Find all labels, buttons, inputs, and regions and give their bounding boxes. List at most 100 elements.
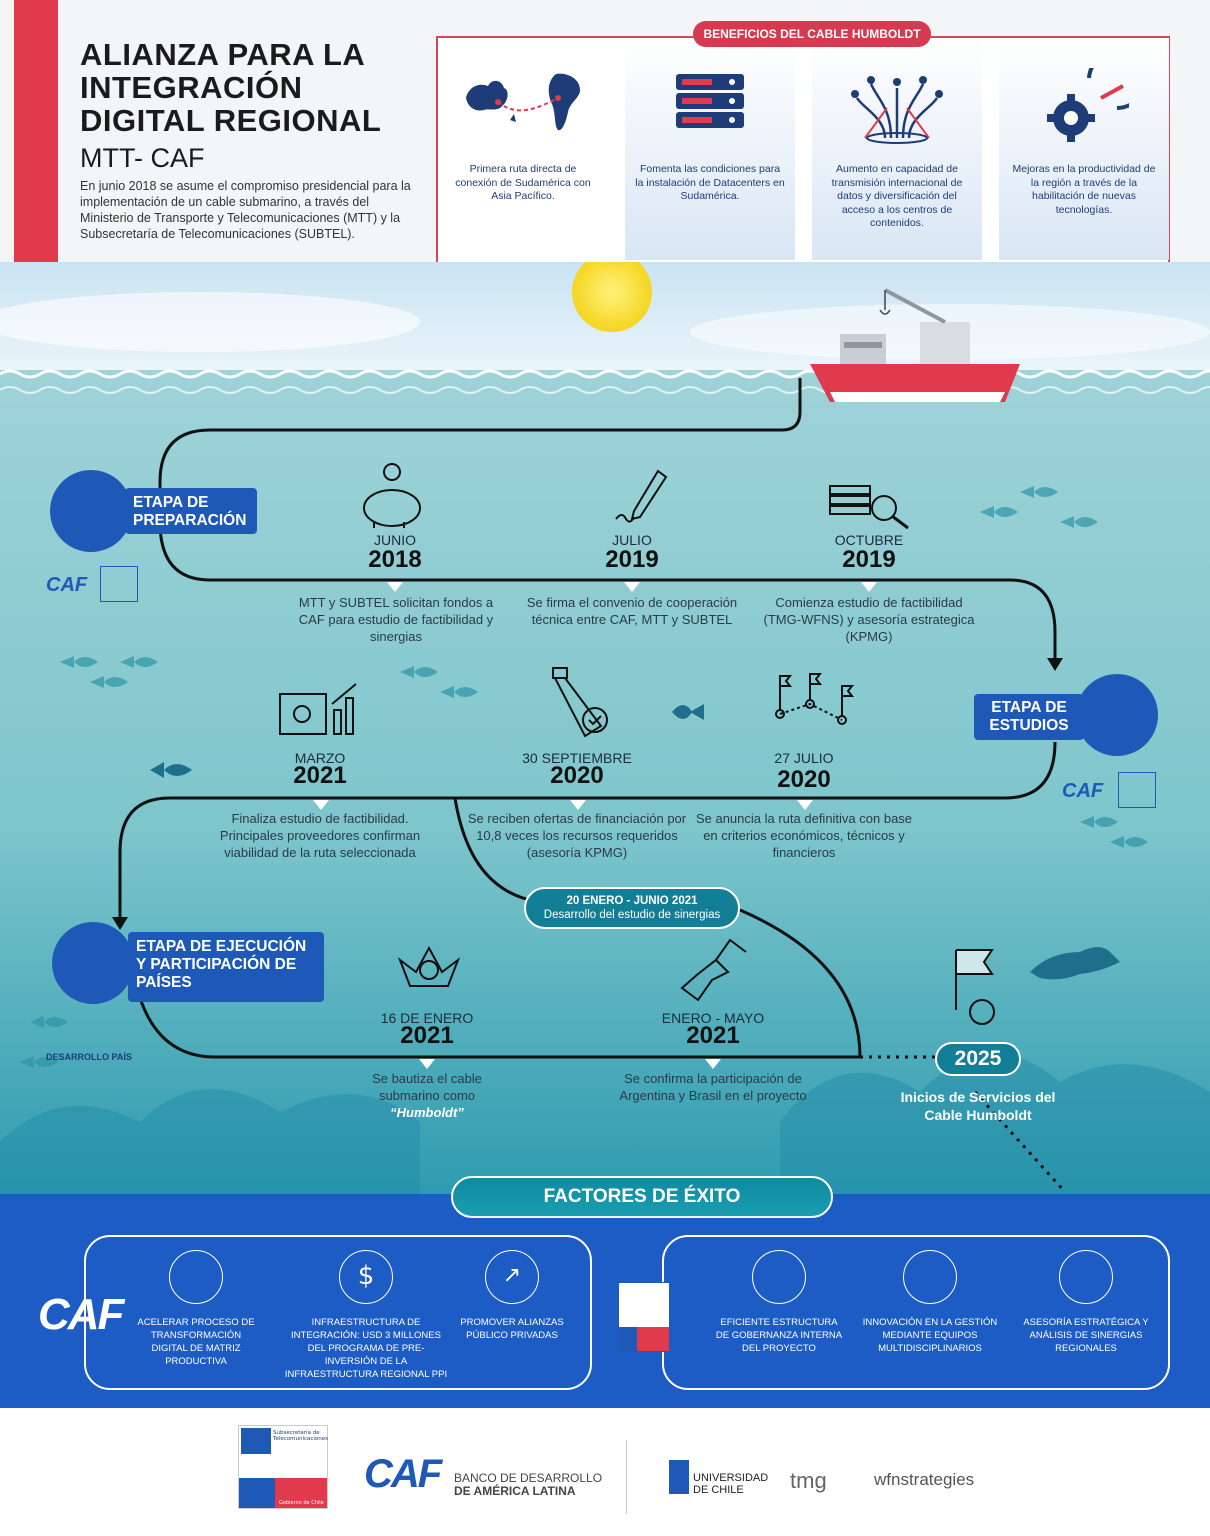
factor-text: INFRAESTRUCTURA DE INTEGRACIÓN: USD 3 MI… (284, 1317, 448, 1380)
factor-text: PROMOVER ALIANZAS PÚBLICO PRIVADAS (460, 1317, 564, 1341)
final-year-pill: 2025 (935, 1042, 1021, 1076)
logo-divider (626, 1440, 627, 1514)
milestone-year: 2020 (550, 762, 604, 789)
pen-signature-icon (612, 467, 672, 531)
gobierno-text: Gobierno de Chile (279, 1500, 324, 1506)
caf-logo-large: CAF (38, 1290, 124, 1339)
uchile-crest-icon (669, 1460, 689, 1494)
milestone-desc: Se confirma la participación de Argentin… (619, 1071, 807, 1103)
benefit-item: Fomenta las condiciones para la instalac… (625, 38, 795, 260)
title-line: DIGITAL REGIONAL (80, 103, 382, 138)
ocean-scene: ETAPA DE PREPARACIÓN ETAPA DE ESTUDIOS E… (0, 262, 1210, 1194)
factor-text: ACELERAR PROCESO DE TRANSFORMACIÓN DIGIT… (137, 1317, 255, 1367)
stage-preparacion-gear-icon (50, 470, 132, 552)
tmg-logo: tmg (790, 1468, 827, 1493)
milestone-date: MARZO (294, 750, 346, 766)
caf-logo: CAF (46, 574, 88, 596)
map-route-icon (458, 68, 588, 142)
benefit-text: Aumento en capacidad de transmisión inte… (831, 163, 963, 229)
stage-estudios-people-icon (1076, 674, 1158, 756)
milestone-desc: Se bautiza el cable submarino como “Humb… (317, 1070, 537, 1121)
benefits-tag: BENEFICIOS DEL CABLE HUMBOLDT (693, 21, 931, 47)
milestone-desc: Finaliza estudio de factibilidad. Princi… (219, 811, 421, 860)
milestone-date: ENERO - MAYO (661, 1010, 765, 1026)
milestone-year: 2021 (293, 762, 347, 789)
subtel-logo-flag-blue (619, 1327, 637, 1351)
caf-line2: DE AMÉRICA LATINA (454, 1484, 576, 1498)
benefit-text: Mejoras en la productividad de la región… (1012, 163, 1156, 216)
milestone-date: 27 JULIO (774, 750, 834, 766)
title-line: ALIANZA PARA LA (80, 37, 366, 72)
milestone-desc-line: Se bautiza el cable (372, 1071, 482, 1086)
milestone-year: 2021 (400, 1022, 454, 1049)
growth-arrows-icon: ↗ (485, 1250, 539, 1304)
caf-logo: CAF (1062, 780, 1104, 802)
milestone-date: JUNIO (374, 532, 416, 548)
factores-caf-box (84, 1235, 592, 1390)
caf-logo-caption: BANCO DE DESARROLLO DE AMÉRICA LATINA (454, 1472, 602, 1498)
desarrollo-pais-logo: DESARROLLO PAÍS (46, 1052, 132, 1062)
benefit-item: Mejoras en la productividad de la región… (999, 38, 1169, 260)
sinergias-text: Desarrollo del estudio de sinergias (543, 909, 721, 921)
digital-gear-icon (169, 1250, 223, 1304)
caf-logo-footer: CAF (364, 1452, 442, 1497)
page-subtitle: MTT- CAF (80, 143, 205, 173)
piggy-bank-icon (360, 462, 430, 536)
subtel-logo-flag-red (637, 1327, 669, 1351)
red-accent-bar (14, 0, 58, 276)
handshake-icon (676, 938, 752, 1006)
dollar-icon: $ (339, 1250, 393, 1304)
datacenter-server-icon (670, 68, 750, 136)
milestone-desc: Comienza estudio de factibilidad (TMG-WF… (763, 595, 975, 644)
bottle-offer-icon (545, 666, 615, 742)
subtel-logo-text: Subsecretaría de Telecomunicaciones (273, 1430, 329, 1442)
subtel-logo-flag-blue (241, 1428, 271, 1454)
caf-line1: BANCO DE DESARROLLO (454, 1471, 603, 1485)
stage-preparacion: ETAPA DE PREPARACIÓN (125, 488, 257, 534)
factores-title: FACTORES DE ÉXITO (451, 1176, 833, 1218)
benefit-text: Fomenta las condiciones para la instalac… (635, 163, 785, 202)
milestone-desc: Se reciben ofertas de financiación por 1… (467, 811, 687, 860)
route-flags-icon (770, 670, 855, 730)
milestone-year: 2021 (686, 1022, 740, 1049)
benefit-item: Primera ruta directa de conexión de Suda… (438, 38, 608, 260)
sinergias-pill: 20 ENERO - JUNIO 2021 Desarrollo del est… (524, 887, 740, 929)
intro-text: En junio 2018 se asume el compromiso pre… (80, 179, 411, 241)
partner-logos (0, 1408, 1210, 1536)
governance-hands-icon (752, 1250, 806, 1304)
milestone-desc-bold: “Humboldt” (390, 1105, 464, 1120)
wfn-logo: wfnstrategies (874, 1470, 975, 1489)
milestone-desc: Se firma el convenio de cooperación técn… (526, 595, 738, 627)
subtel-logo-flag-bottom (239, 1478, 275, 1508)
benefit-item: Aumento en capacidad de transmisión inte… (812, 38, 982, 260)
fiber-capacity-icon (847, 68, 947, 148)
factor-text: INNOVACIÓN EN LA GESTIÓN MEDIANTE EQUIPO… (862, 1317, 998, 1354)
milestone-date: OCTUBRE (834, 532, 904, 548)
study-magnifier-icon (828, 480, 912, 534)
final-text: Inicios de Servicios del Cable Humboldt (900, 1089, 1056, 1123)
milestone-desc: MTT y SUBTEL solicitan fondos a CAF para… (298, 595, 494, 644)
page-title: ALIANZA PARA LA INTEGRACIÓN DIGITAL REGI… (80, 38, 420, 137)
uchile-logo: UNIVERSIDAD DE CHILE (693, 1472, 769, 1496)
ship-illustration (810, 288, 1020, 402)
caf-logo-text: CAF (364, 1452, 442, 1496)
factor-text: EFICIENTE ESTRUCTURA DE GOBERNANZA INTER… (715, 1317, 843, 1354)
milestone-date: 16 DE ENERO (380, 1010, 474, 1026)
milestone-date: JULIO (612, 532, 652, 548)
milestone-year: 2019 (605, 546, 659, 573)
chart-analysis-icon (276, 680, 362, 744)
strategy-network-icon (1059, 1250, 1113, 1304)
flag-goal-icon (944, 946, 1000, 1030)
milestone-desc-line: submarino como (378, 1088, 476, 1103)
crown-icon (394, 940, 464, 1004)
milestone-year: 2020 (777, 766, 831, 793)
stage-ejecucion: ETAPA DE EJECUCIÓN Y PARTICIPACIÓN DE PA… (128, 932, 324, 1002)
gear-speed-icon (1039, 50, 1147, 148)
subtel-logo-small (618, 1282, 670, 1352)
milestone-desc: Se anuncia la ruta definitiva con base e… (695, 811, 913, 860)
subtel-mini-logo (100, 566, 138, 602)
title-line: INTEGRACIÓN (80, 70, 303, 105)
benefit-text: Primera ruta directa de conexión de Suda… (455, 163, 591, 202)
milestone-year: 2018 (368, 546, 422, 573)
milestone-date: 30 SEPTIEMBRE (522, 750, 632, 766)
